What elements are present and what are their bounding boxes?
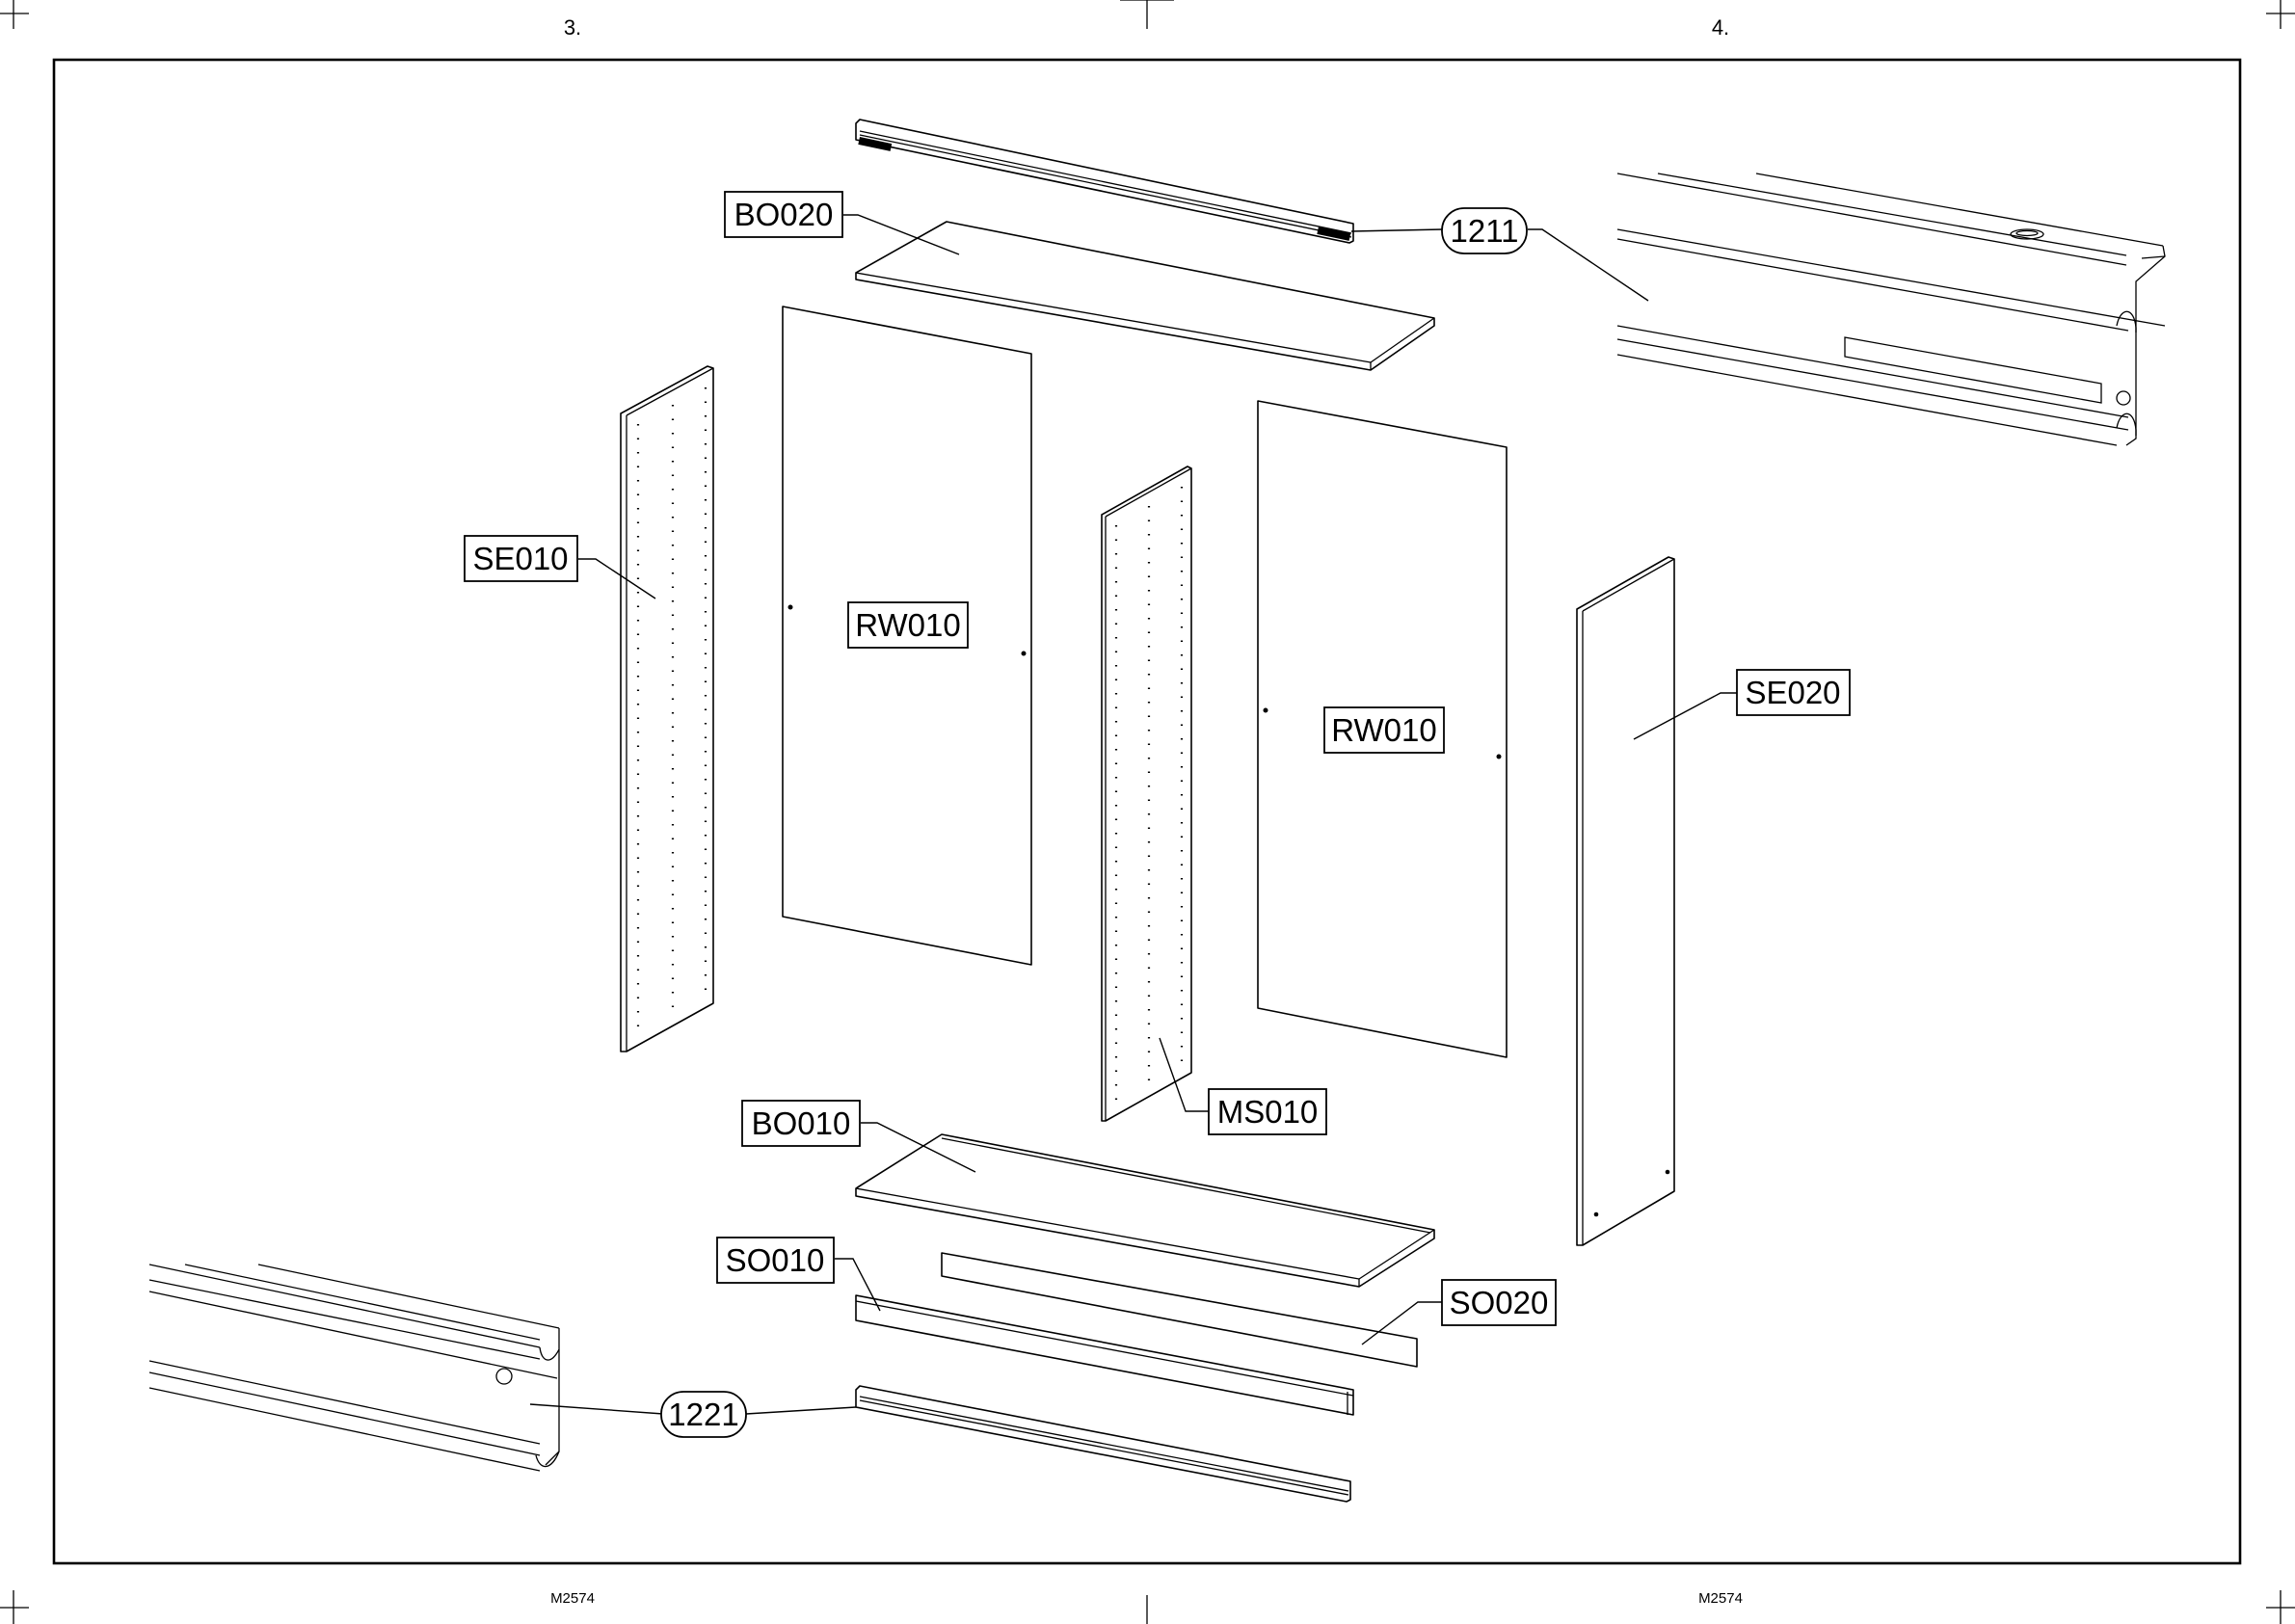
callout-rw010-left: RW010 xyxy=(848,602,968,648)
svg-text:RW010: RW010 xyxy=(1331,712,1436,748)
callout-rw010-right: RW010 xyxy=(1324,707,1444,753)
bottom-rail-profile-detail xyxy=(149,1265,559,1471)
middle-divider-part xyxy=(1102,466,1191,1121)
callout-se020: SE020 xyxy=(1737,670,1850,715)
svg-text:SO010: SO010 xyxy=(726,1242,825,1278)
callout-bo010: BO010 xyxy=(742,1101,860,1146)
svg-text:SE020: SE020 xyxy=(1745,675,1840,710)
callout-so020: SO020 xyxy=(1442,1280,1556,1325)
callout-1221: 1221 xyxy=(661,1392,746,1437)
svg-text:RW010: RW010 xyxy=(855,607,960,643)
callout-1211: 1211 xyxy=(1442,208,1527,253)
step-number-4: 4. xyxy=(1712,15,1729,40)
callout-ms010: MS010 xyxy=(1209,1089,1326,1134)
step-number-3: 3. xyxy=(564,15,581,40)
svg-text:SO020: SO020 xyxy=(1450,1285,1549,1320)
left-side-panel-part xyxy=(621,366,713,1052)
svg-text:BO010: BO010 xyxy=(752,1105,851,1141)
svg-text:MS010: MS010 xyxy=(1217,1094,1319,1130)
top-rail-part xyxy=(856,120,1353,243)
svg-text:BO020: BO020 xyxy=(734,197,834,232)
footer-code-left: M2574 xyxy=(550,1590,595,1607)
svg-text:1211: 1211 xyxy=(1451,213,1519,249)
callout-so010: SO010 xyxy=(717,1238,834,1283)
bottom-rail-part xyxy=(856,1386,1350,1502)
svg-text:SE010: SE010 xyxy=(472,541,568,576)
callout-se010: SE010 xyxy=(465,536,577,581)
svg-text:1221: 1221 xyxy=(668,1397,738,1432)
top-rail-profile-detail xyxy=(1617,173,2165,445)
right-side-panel-part xyxy=(1577,557,1674,1245)
callout-bo020: BO020 xyxy=(725,192,842,237)
footer-code-right: M2574 xyxy=(1698,1590,1743,1607)
